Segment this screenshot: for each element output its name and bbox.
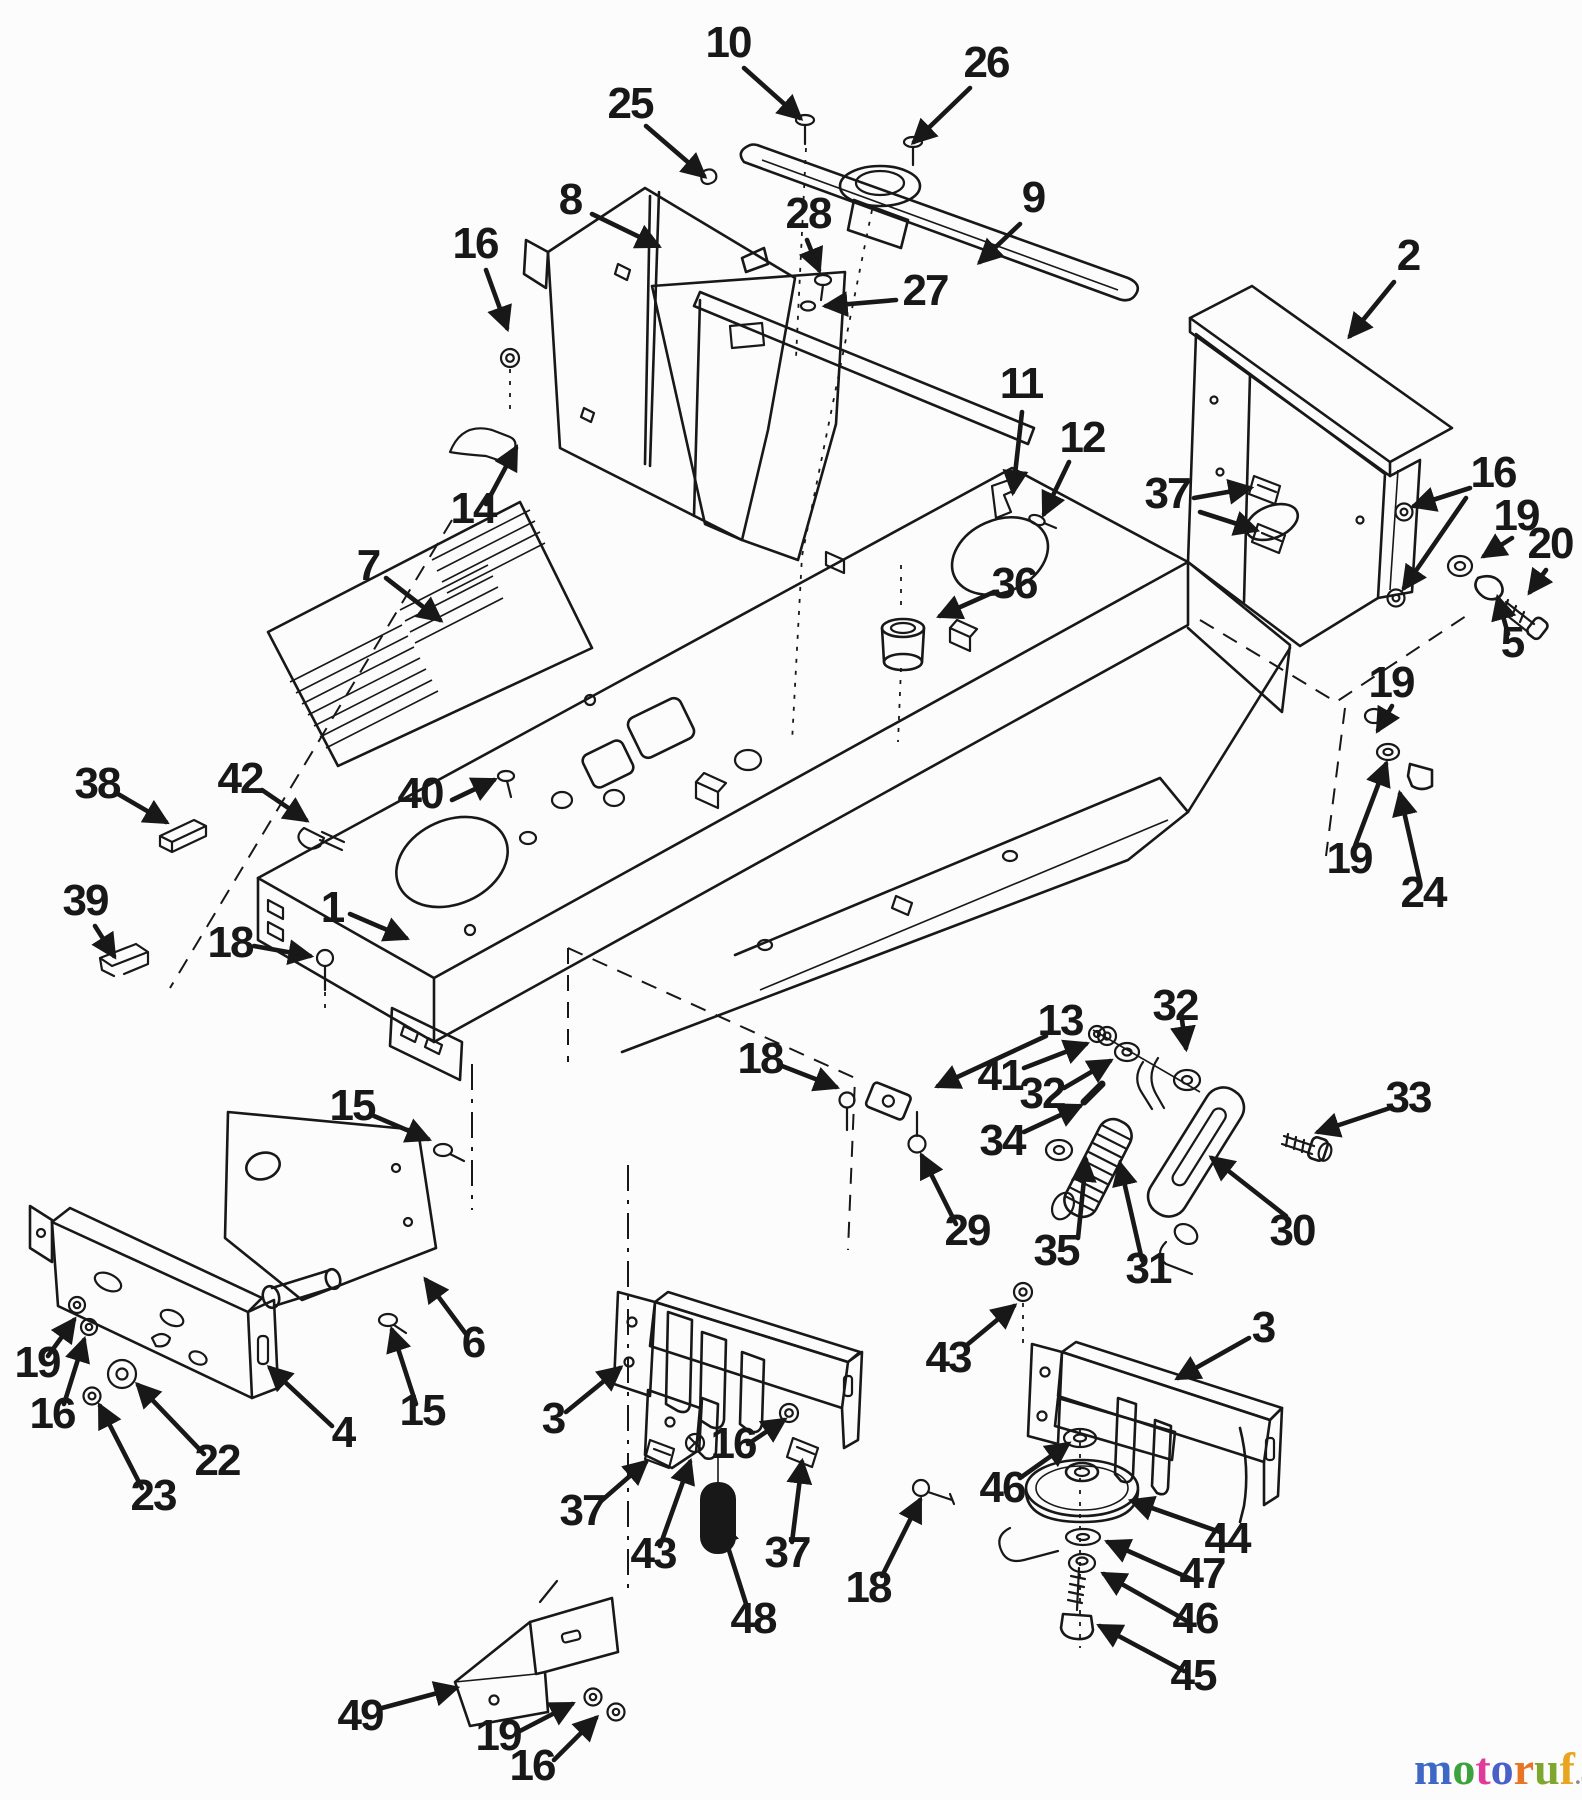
- callout-19: 19: [1494, 491, 1539, 540]
- callout-46: 46: [980, 1463, 1025, 1512]
- callout-3: 3: [1252, 1303, 1275, 1352]
- callout-29: 29: [945, 1206, 990, 1255]
- part-main-frame: [256, 466, 1292, 1054]
- part-axle-support: [223, 1006, 464, 1310]
- callout-25: 25: [608, 79, 654, 128]
- watermark-letter: o: [1452, 1743, 1476, 1794]
- watermark-letter: m: [1414, 1743, 1453, 1794]
- callout-18: 18: [846, 1563, 892, 1612]
- part-rear-bracket: [453, 1579, 626, 1728]
- callout-15: 15: [330, 1081, 376, 1130]
- part-side-panel: [1186, 284, 1454, 648]
- callout-24: 24: [1401, 868, 1448, 917]
- part-bumper-channel: [28, 1204, 280, 1400]
- part-idler-bracket-right: [998, 1340, 1284, 1648]
- callout-6: 6: [462, 1318, 485, 1367]
- watermark-letter: o: [1490, 1743, 1514, 1794]
- callout-3: 3: [542, 1394, 565, 1443]
- watermark-letter: t: [1475, 1743, 1491, 1794]
- callout-1: 1: [321, 883, 345, 932]
- part-steering-support-panel: [522, 186, 797, 542]
- callout-16: 16: [711, 1419, 756, 1468]
- callout-44: 44: [1205, 1514, 1252, 1563]
- callout-16: 16: [453, 219, 498, 268]
- callout-46: 46: [1173, 1594, 1218, 1643]
- callout-19: 19: [1327, 834, 1372, 883]
- callout-5: 5: [1501, 618, 1525, 667]
- callout-48: 48: [731, 1594, 777, 1643]
- callout-43: 43: [631, 1529, 676, 1578]
- callout-20: 20: [1528, 519, 1573, 568]
- callout-36: 36: [992, 559, 1037, 608]
- callout-34: 34: [980, 1116, 1027, 1165]
- assembly-guide-lines: [169, 147, 1473, 1592]
- callout-43: 43: [926, 1333, 971, 1382]
- callout-labels: 10 26 25 8 9 2 16 28 27 14 11 12 37 16 1…: [15, 18, 1575, 1790]
- callout-35: 35: [1034, 1226, 1080, 1275]
- part-console-panel: [650, 246, 847, 562]
- callout-4: 4: [332, 1408, 357, 1457]
- callout-42: 42: [218, 754, 263, 803]
- callout-19: 19: [15, 1338, 60, 1387]
- callout-19: 19: [1369, 658, 1414, 707]
- callout-14: 14: [451, 484, 498, 533]
- watermark-suffix: .de: [1575, 1764, 1582, 1789]
- callout-2: 2: [1397, 231, 1420, 280]
- callout-47: 47: [1180, 1549, 1225, 1598]
- callout-15: 15: [400, 1386, 446, 1435]
- callout-arrows: [45, 65, 1554, 1763]
- watermark-letter: r: [1513, 1743, 1535, 1794]
- callout-38: 38: [75, 759, 121, 808]
- callout-16: 16: [510, 1741, 555, 1790]
- callout-32: 32: [1153, 981, 1198, 1030]
- part-pedal-bracket-mid: [612, 1290, 864, 1470]
- callout-18: 18: [208, 918, 254, 967]
- callout-9: 9: [1022, 173, 1045, 222]
- callout-26: 26: [964, 38, 1009, 87]
- callout-7: 7: [357, 541, 380, 590]
- callout-31: 31: [1126, 1244, 1172, 1293]
- callout-16: 16: [1471, 448, 1516, 497]
- callout-40: 40: [398, 769, 443, 818]
- callout-12: 12: [1060, 413, 1105, 462]
- watermark-letter: f: [1559, 1743, 1575, 1794]
- callout-33: 33: [1386, 1073, 1431, 1122]
- callout-8: 8: [559, 175, 583, 224]
- callout-37: 37: [765, 1528, 810, 1577]
- callout-16: 16: [30, 1389, 75, 1438]
- callout-27: 27: [903, 266, 948, 315]
- callout-37: 37: [1145, 469, 1190, 518]
- callout-32: 32: [1020, 1069, 1065, 1118]
- watermark-letter: u: [1534, 1743, 1560, 1794]
- callout-19: 19: [476, 1711, 521, 1760]
- callout-49: 49: [338, 1691, 383, 1740]
- callout-23: 23: [131, 1471, 176, 1520]
- callout-11: 11: [1000, 359, 1044, 408]
- callout-37: 37: [560, 1486, 605, 1535]
- callout-18: 18: [738, 1034, 784, 1083]
- callout-28: 28: [786, 189, 832, 238]
- callout-45: 45: [1171, 1651, 1217, 1700]
- callout-10: 10: [706, 18, 751, 67]
- callout-30: 30: [1270, 1206, 1315, 1255]
- part-footrest-plate: [266, 500, 594, 768]
- callout-13: 13: [1038, 996, 1083, 1045]
- part-steering-blade: [692, 143, 1140, 446]
- callout-39: 39: [63, 876, 108, 925]
- watermark-logo: motoruf.de: [1414, 1746, 1582, 1800]
- callout-22: 22: [195, 1436, 240, 1485]
- callout-41: 41: [978, 1051, 1024, 1100]
